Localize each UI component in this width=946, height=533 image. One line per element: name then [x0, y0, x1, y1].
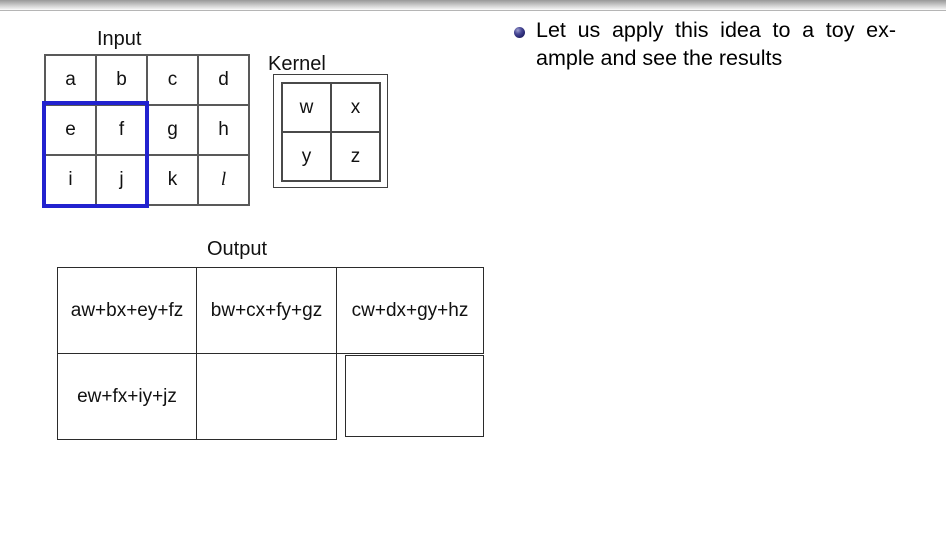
table-row: w x — [281, 82, 381, 133]
input-table: a b c d e f g h i j k l — [44, 54, 250, 206]
output-cell: ew+fx+iy+jz — [57, 354, 197, 440]
output-table-title: Output — [207, 238, 268, 260]
kernel-cell: x — [330, 82, 381, 133]
output-cell: cw+dx+gy+hz — [337, 267, 484, 354]
kernel-table-title: Kernel — [268, 53, 326, 75]
output-cell: bw+cx+fy+gz — [197, 267, 337, 354]
input-cell: c — [146, 54, 199, 106]
input-cell: f — [95, 104, 148, 156]
output-cell-detached — [345, 355, 484, 437]
kernel-cell: y — [281, 131, 332, 182]
input-cell: g — [146, 104, 199, 156]
bullet-line: Let us apply this idea to a toy ex- — [536, 18, 896, 42]
input-cell: e — [44, 104, 97, 156]
input-cell: k — [146, 154, 199, 206]
table-row: i j k l — [44, 154, 250, 206]
kernel-cell: w — [281, 82, 332, 133]
output-cell — [197, 354, 337, 440]
input-cell: i — [44, 154, 97, 206]
kernel-table: w x y z — [281, 82, 381, 182]
input-cell: d — [197, 54, 250, 106]
input-cell: l — [197, 154, 250, 206]
input-table-title: Input — [97, 28, 142, 50]
kernel-cell: z — [330, 131, 381, 182]
table-row: e f g h — [44, 104, 250, 156]
bullet-item: Let us apply this idea to a toy ex- ampl… — [536, 16, 896, 72]
output-cell: aw+bx+ey+fz — [57, 267, 197, 354]
input-cell: a — [44, 54, 97, 106]
top-gradient-bar — [0, 0, 946, 11]
table-row: y z — [281, 131, 381, 182]
input-cell: h — [197, 104, 250, 156]
kernel-outer-frame: w x y z — [273, 74, 388, 188]
table-row: a b c d — [44, 54, 250, 106]
bullet-ball-icon — [514, 27, 525, 38]
bullet-line: ample and see the results — [536, 46, 783, 70]
input-cell: j — [95, 154, 148, 206]
input-cell: b — [95, 54, 148, 106]
